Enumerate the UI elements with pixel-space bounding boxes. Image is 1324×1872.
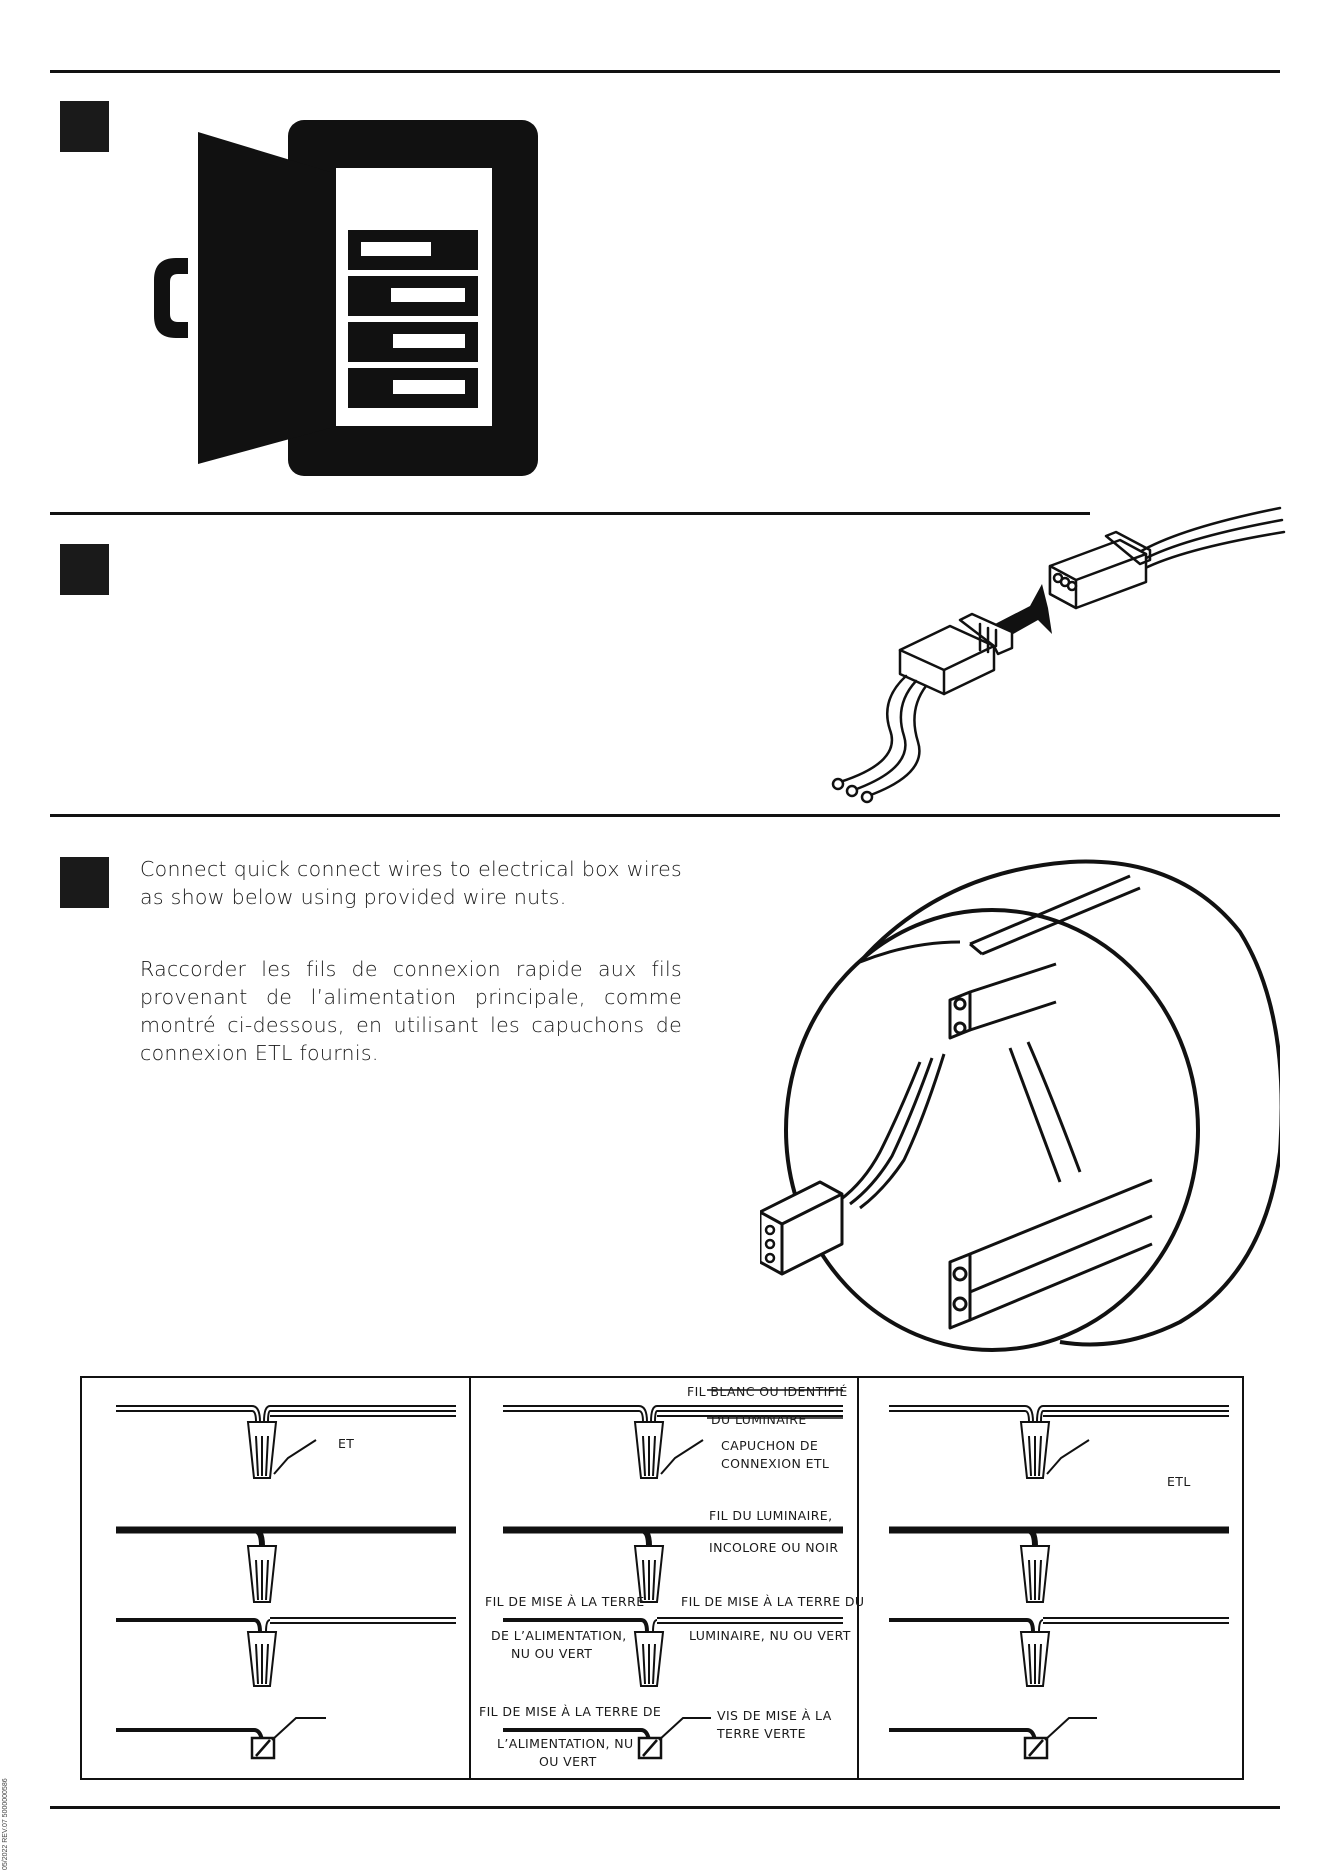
cap-label-left: ET	[338, 1436, 355, 1451]
wire-nut-mid-1	[633, 1421, 665, 1479]
ground-screw-right	[889, 1717, 1097, 1760]
wiring-panel-right: ETL	[859, 1378, 1244, 1778]
fixture-ground-label-2: LUMINAIRE, NU OU VERT	[689, 1628, 851, 1643]
cap-label-right: ETL	[1167, 1474, 1191, 1489]
step-1-marker	[60, 101, 109, 152]
fixture-ground-label-1: FIL DE MISE À LA TERRE DU	[681, 1594, 865, 1609]
white-wire-connection-right	[889, 1405, 1229, 1423]
step1-bottom-rule	[50, 512, 1090, 515]
wire-nut-2	[246, 1545, 278, 1603]
quick-connect-plug-icon	[820, 500, 1300, 805]
white-wire-connection	[116, 1405, 456, 1423]
step-3-instructions-en: Connect quick connect wires to electrica…	[140, 857, 682, 909]
wire-nut-mid-3	[633, 1631, 665, 1687]
screw-label-2: TERRE VERTE	[717, 1726, 806, 1741]
screw-label-1: VIS DE MISE À LA	[717, 1708, 832, 1723]
supply-ground-label-3: NU OU VERT	[511, 1646, 593, 1661]
wiring-panel-left: ET	[82, 1378, 469, 1778]
step-3-marker	[60, 857, 109, 908]
ground-screw-mid	[503, 1717, 711, 1760]
junction-box-icon	[760, 852, 1280, 1352]
revision-note: 05/2022 REV.07 5000000586	[2, 1778, 9, 1870]
bottom-rule	[50, 1806, 1280, 1809]
wire-nut-right-1	[1019, 1421, 1051, 1479]
black-wire-connection	[116, 1526, 456, 1547]
supply-ground-label-1: FIL DE MISE À LA TERRE	[485, 1594, 645, 1609]
step-3-instructions-fr: Raccorder les fils de connexion rapide a…	[140, 957, 682, 1065]
ground-wire-connection	[116, 1617, 456, 1633]
ground-wire-connection-mid	[503, 1617, 843, 1633]
black-wire-connection-right	[889, 1526, 1229, 1547]
white-wire-connection-mid	[503, 1405, 843, 1423]
step2-bottom-rule	[50, 814, 1280, 817]
black-wire-connection-mid	[503, 1526, 843, 1547]
fixture-wire-label-2: INCOLORE OU NOIR	[709, 1540, 839, 1555]
screw-supply-label-3: OU VERT	[539, 1754, 597, 1769]
cap-label-1: CAPUCHON DE	[721, 1438, 819, 1453]
fixture-wire-label-1: FIL DU LUMINAIRE,	[709, 1508, 833, 1523]
wire-nut-mid-2	[633, 1545, 665, 1603]
wiring-panel-middle: FIL BLANC OU IDENTIFIÉ DU LUMINAIRE CAPU…	[471, 1378, 864, 1778]
wire-nut-right-3	[1019, 1631, 1051, 1687]
supply-ground-label-2: DE L’ALIMENTATION,	[491, 1628, 627, 1643]
ground-wire-connection-right	[889, 1617, 1229, 1633]
wire-nut-3	[246, 1631, 278, 1687]
wiring-diagram-table: ET	[80, 1376, 1244, 1780]
wire-nut-1	[246, 1421, 278, 1479]
step-2-marker	[60, 544, 109, 595]
wire-nut-right-2	[1019, 1545, 1051, 1603]
cap-label-2: CONNEXION ETL	[721, 1456, 830, 1471]
white-wire-label-2: DU LUMINAIRE	[711, 1412, 807, 1427]
panel-divider-1	[469, 1378, 471, 1778]
ground-screw	[116, 1717, 326, 1760]
screw-supply-label-1: FIL DE MISE À LA TERRE DE	[479, 1704, 662, 1719]
panel-divider-2	[857, 1378, 859, 1778]
breaker-panel-icon	[150, 118, 540, 480]
screw-supply-label-2: L’ALIMENTATION, NU	[497, 1736, 634, 1751]
top-rule	[50, 70, 1280, 73]
white-wire-label-1: FIL BLANC OU IDENTIFIÉ	[687, 1384, 848, 1399]
